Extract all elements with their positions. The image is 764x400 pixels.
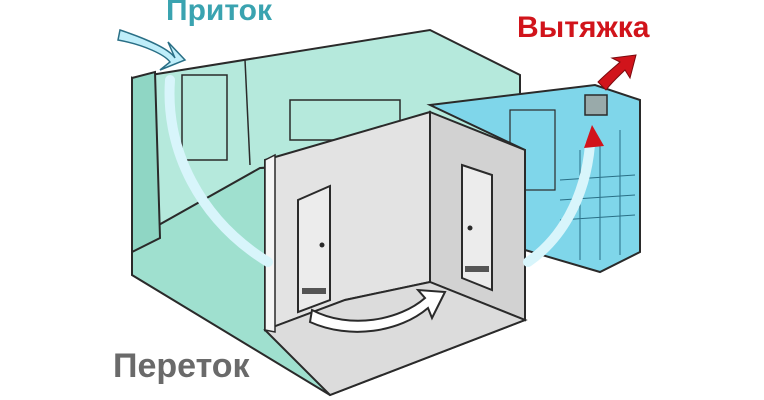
supply-label: Приток bbox=[166, 0, 272, 27]
bedroom-window bbox=[181, 74, 228, 161]
hall-door-right bbox=[461, 163, 493, 292]
door-knob-right bbox=[467, 225, 473, 231]
hall-door-left bbox=[297, 184, 331, 314]
supply-airflow-curve bbox=[164, 75, 273, 267]
exhaust-arrow-large bbox=[597, 54, 637, 91]
exhaust-label: Вытяжка bbox=[517, 11, 650, 44]
overflow-arrow bbox=[308, 288, 447, 333]
door-knob-left bbox=[319, 242, 325, 248]
bathroom-vent-grille bbox=[584, 94, 608, 116]
door-gap-right bbox=[465, 266, 489, 272]
bedroom-curtain bbox=[244, 59, 251, 166]
exhaust-arrow-small bbox=[584, 125, 604, 148]
door-gap-left bbox=[302, 288, 326, 294]
hall-floor bbox=[263, 280, 528, 397]
bathroom-airflow-curve bbox=[523, 140, 595, 267]
supply-arrow bbox=[117, 29, 187, 71]
overflow-label: Переток bbox=[113, 347, 250, 385]
hall-wall-edge bbox=[264, 153, 276, 333]
bedroom-left-wall bbox=[131, 70, 162, 254]
